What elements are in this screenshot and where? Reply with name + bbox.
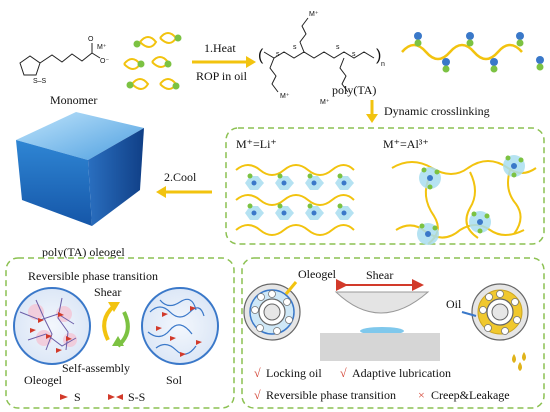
sol-network-circle [141, 287, 219, 365]
feat-creep: Creep&Leakage [431, 388, 510, 402]
legend-s-mark [60, 394, 68, 400]
oil-pointer [461, 311, 477, 317]
shear-label-right: Shear [366, 268, 393, 282]
polymer-m2-text: M⁺ [280, 93, 290, 100]
cycle-arrows [102, 302, 130, 348]
feat-reversible: Reversible phase transition [266, 388, 396, 402]
step1-rop-label: ROP in oil [196, 69, 248, 83]
monomer-label: Monomer [50, 93, 97, 107]
check-reversible: √ [254, 388, 261, 402]
oil-tag: Oil [446, 297, 462, 311]
polymer-n-text: n [381, 61, 385, 68]
polymer-cartoon [401, 32, 544, 73]
oleogel-state-label: Oleogel [24, 373, 63, 387]
step2-label: 2.Cool [164, 170, 197, 184]
shear-contact [320, 279, 440, 361]
li-label: M⁺=Li⁺ [236, 137, 277, 151]
svg-text:): ) [376, 47, 381, 64]
monomer-ss-text: S–S [33, 78, 47, 85]
legend-s-text: S [74, 390, 81, 404]
oleogel-tag: Oleogel [298, 267, 337, 281]
bearing-left [243, 283, 301, 341]
li-network [235, 164, 355, 236]
polymer-label: poly(TA) [332, 83, 376, 97]
monomer-cartoon [123, 32, 182, 90]
self-assembly-label: Self-assembly [62, 361, 130, 375]
oleogel-pointer [284, 281, 298, 295]
svg-text:(: ( [258, 47, 264, 64]
legend-ss-text: S-S [128, 390, 145, 404]
reversible-title: Reversible phase transition [28, 269, 158, 283]
oleogel-network-circle [13, 287, 91, 365]
sol-state-label: Sol [166, 373, 183, 387]
cross-creep: × [418, 388, 425, 402]
al-network [391, 155, 537, 245]
shear-label-left: Shear [94, 285, 121, 299]
svg-text:s: s [276, 51, 280, 58]
crosslink-panel [225, 127, 545, 245]
oleogel-label: poly(TA) oleogel [42, 245, 125, 259]
phase-transition-panel [5, 257, 235, 409]
monomer-o-text: O [88, 36, 94, 43]
polymer-m3-text: M⁺ [320, 99, 330, 106]
svg-text:s: s [352, 51, 356, 58]
step1-heat-label: 1.Heat [204, 41, 236, 55]
crosslink-arrowhead [366, 114, 378, 123]
check-adaptive: √ [340, 366, 347, 380]
feat-adaptive: Adaptive lubrication [352, 366, 451, 380]
step1-arrowhead [246, 56, 256, 68]
legend-ss-mark-right [116, 394, 123, 400]
monomer-charge-text: M⁺ [97, 44, 107, 51]
polymer-m1-text: M⁺ [309, 11, 319, 18]
bearing-right [471, 283, 529, 341]
feat-locking: Locking oil [266, 366, 322, 380]
crosslink-label: Dynamic crosslinking [384, 104, 490, 118]
lubrication-panel [241, 257, 545, 409]
legend-ss-mark-left [108, 394, 115, 400]
al-label: M⁺=Al³⁺ [383, 137, 429, 151]
oleogel-cube [16, 112, 144, 226]
svg-text:s: s [336, 44, 340, 51]
step2-arrowhead [156, 186, 166, 198]
oil-droplets [512, 352, 526, 371]
monomer-structure: S–S O O⁻ M⁺ [19, 36, 109, 85]
monomer-anion-text: O⁻ [100, 58, 109, 65]
polymer-structure: ( ) n s s s s M⁺ M⁺ M⁺ [258, 11, 385, 106]
check-locking: √ [254, 366, 261, 380]
svg-text:s: s [293, 44, 297, 51]
